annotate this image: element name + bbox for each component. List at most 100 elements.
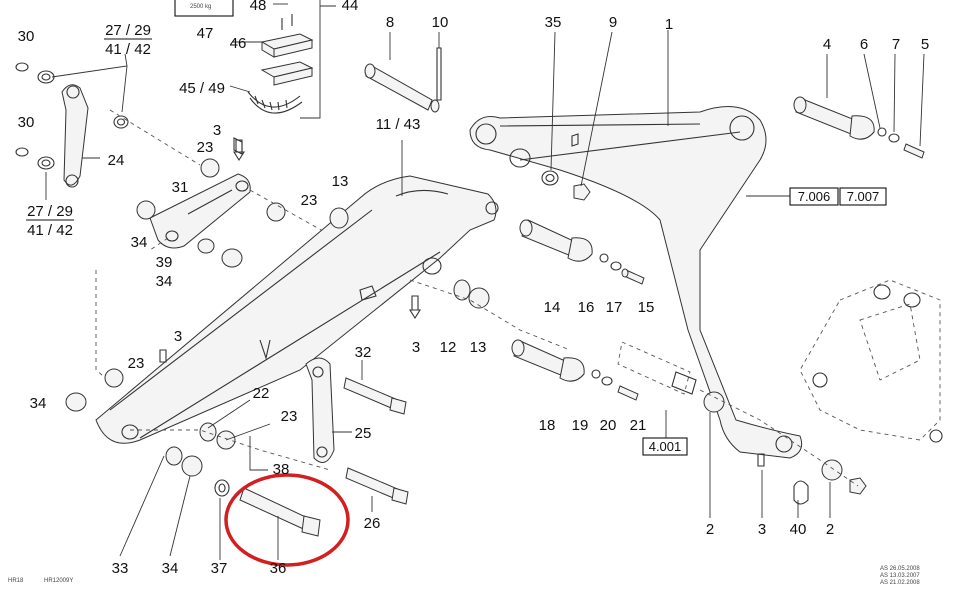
pin-14	[519, 219, 593, 262]
washer-nut-bolt-19-20-21	[591, 369, 639, 401]
label-6[interactable]: 6	[860, 36, 868, 53]
footer-date-3: AS 21.02.2008	[880, 580, 920, 586]
label-10[interactable]: 10	[432, 14, 449, 31]
label-18[interactable]: 18	[539, 417, 556, 434]
label-26[interactable]: 26	[364, 515, 381, 532]
label-3-top[interactable]: 3	[213, 122, 221, 139]
bushing-2-right	[821, 459, 867, 495]
half-shell-40	[793, 480, 809, 505]
leader-35	[550, 31, 556, 171]
label-7[interactable]: 7	[892, 36, 900, 53]
nut-9	[571, 133, 591, 201]
footer-date-1: AS 26.05.2008	[880, 566, 920, 572]
ref-box-7-007[interactable]	[839, 187, 887, 206]
label-41-42-top[interactable]: 41 / 42	[105, 41, 151, 58]
label-27-29-bottom[interactable]: 27 / 29	[27, 203, 73, 220]
label-48[interactable]: 48	[250, 0, 267, 14]
label-46[interactable]: 46	[230, 35, 247, 52]
cylinder-ref-4-001	[617, 341, 697, 395]
label-3-left[interactable]: 3	[174, 328, 182, 345]
label-19[interactable]: 19	[572, 417, 589, 434]
label-1[interactable]: 1	[665, 16, 673, 33]
label-16[interactable]: 16	[578, 299, 595, 316]
label-2-right[interactable]: 2	[826, 521, 834, 538]
label-17[interactable]: 17	[606, 299, 623, 316]
label-34-mid[interactable]: 34	[156, 273, 173, 290]
link-plate-24	[61, 84, 89, 188]
label-14[interactable]: 14	[544, 299, 561, 316]
label-25[interactable]: 25	[355, 425, 372, 442]
leader-38	[249, 436, 268, 471]
label-38[interactable]: 38	[273, 461, 290, 478]
capacity-plate-47: 2500 kg	[174, 0, 234, 17]
ref-box-7-006[interactable]	[789, 187, 839, 206]
ref-box-4-001[interactable]	[642, 437, 688, 456]
label-39[interactable]: 39	[156, 254, 173, 271]
label-30-bottom[interactable]: 30	[18, 114, 35, 131]
grease-nipple-3-bottom	[757, 453, 765, 467]
ref-7-006-label: 7.006	[798, 189, 831, 204]
label-11-43[interactable]: 11 / 43	[376, 116, 421, 133]
label-8[interactable]: 8	[386, 14, 394, 31]
pin-8	[364, 63, 440, 113]
bushings-left	[136, 137, 286, 268]
label-20[interactable]: 20	[600, 417, 617, 434]
label-22[interactable]: 22	[253, 385, 270, 402]
label-41-42-bottom[interactable]: 41 / 42	[27, 222, 73, 239]
label-31[interactable]: 31	[172, 179, 189, 196]
washer-nut-bolt-6-7-5	[877, 127, 925, 159]
washer-nut-bolt-16-17-15	[599, 253, 645, 285]
label-34-upper[interactable]: 34	[131, 234, 148, 251]
label-5[interactable]: 5	[921, 36, 929, 53]
grease-nipple-3-top	[233, 139, 245, 162]
clamp-block-46	[260, 14, 314, 58]
label-3-mid[interactable]: 3	[412, 339, 420, 356]
label-12[interactable]: 12	[440, 339, 457, 356]
label-44[interactable]: 44	[342, 0, 359, 14]
leader-27-29-top	[51, 53, 128, 113]
label-34-bottom[interactable]: 34	[162, 560, 179, 577]
label-27-29-top[interactable]: 27 / 29	[105, 22, 151, 39]
label-13-top[interactable]: 13	[332, 173, 349, 190]
pin-36	[239, 487, 321, 537]
bushings-lower	[65, 368, 236, 477]
bushing-2-mid	[703, 391, 725, 413]
label-33[interactable]: 33	[112, 560, 129, 577]
assembly-line-lower	[130, 429, 331, 471]
label-37[interactable]: 37	[211, 560, 228, 577]
label-23-lower[interactable]: 23	[281, 408, 298, 425]
pin-18	[511, 339, 585, 382]
label-21[interactable]: 21	[630, 417, 647, 434]
label-34-left[interactable]: 34	[30, 395, 47, 412]
bolt-10	[436, 47, 442, 101]
footer-code-2: HR12009Y	[44, 578, 73, 584]
dipper-arm-11-43	[95, 175, 499, 444]
label-30-top[interactable]: 30	[18, 28, 35, 45]
bushing-12-13	[453, 279, 490, 309]
label-2-mid[interactable]: 2	[706, 521, 714, 538]
label-35[interactable]: 35	[545, 14, 562, 31]
label-47[interactable]: 47	[197, 25, 214, 42]
leaders-lower	[119, 399, 271, 557]
boom-1	[469, 106, 803, 459]
ref-4-001-label: 4.001	[649, 439, 682, 454]
label-9[interactable]: 9	[609, 14, 617, 31]
label-23-left[interactable]: 23	[128, 355, 145, 372]
label-40[interactable]: 40	[790, 521, 807, 538]
label-4[interactable]: 4	[823, 36, 831, 53]
label-23-mid[interactable]: 23	[301, 192, 318, 209]
label-23-top[interactable]: 23	[197, 139, 214, 156]
leader-45-49	[229, 85, 251, 93]
label-13-mid[interactable]: 13	[470, 339, 487, 356]
label-45-49[interactable]: 45 / 49	[179, 80, 225, 97]
label-36[interactable]: 36	[270, 560, 287, 577]
pin-4	[793, 96, 875, 140]
label-15[interactable]: 15	[638, 299, 655, 316]
grease-nipple-3-mid	[409, 295, 421, 320]
leader-9	[580, 31, 613, 187]
label-3-bottom[interactable]: 3	[758, 521, 766, 538]
label-32[interactable]: 32	[355, 344, 372, 361]
label-24[interactable]: 24	[108, 152, 125, 169]
